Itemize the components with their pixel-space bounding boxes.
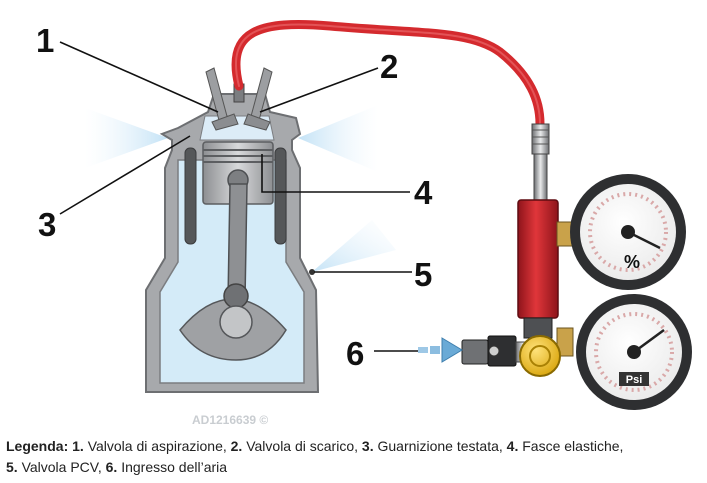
hose-fitting — [531, 123, 550, 201]
regulator-body — [517, 199, 559, 319]
legend-num-6: 6. — [105, 459, 118, 475]
legend-text-1: Valvola di aspirazione, — [83, 438, 227, 454]
callout-5: 5 — [414, 256, 432, 293]
callout-2: 2 — [380, 48, 398, 85]
pcv-valve — [309, 269, 315, 275]
callout-4: 4 — [414, 174, 433, 211]
leakage-gauge-unit: % — [624, 252, 640, 272]
legend-text-6: Ingresso dell’aria — [117, 459, 228, 475]
leakage-gauge: % — [570, 174, 686, 290]
regulator-knob — [519, 335, 561, 377]
air-leak-left — [85, 108, 168, 168]
legend-heading: Legenda: — [6, 438, 69, 454]
leakdown-test-diagram: % Psi 1 2 3 4 5 6 AD1216639 — [36, 19, 692, 427]
legend-num-5: 5. — [6, 459, 18, 475]
pressure-gauge: Psi — [576, 294, 692, 410]
callout-1: 1 — [36, 22, 54, 59]
air-leak-pcv — [312, 220, 396, 272]
legend-caption: Legenda: 1. Valvola di aspirazione, 2. V… — [6, 436, 706, 478]
legend-num-3: 3. — [361, 438, 374, 454]
legend-num-2: 2. — [230, 438, 243, 454]
air-leak-right — [298, 105, 378, 172]
legend-text-5: Valvola PCV, — [17, 459, 102, 475]
crankshaft — [179, 283, 287, 361]
legend-num-1: 1. — [72, 438, 84, 454]
exhaust-valve — [243, 67, 273, 131]
leader-lines — [59, 41, 418, 352]
legend-num-4: 4. — [506, 438, 519, 454]
pressure-gauge-unit: Psi — [626, 374, 643, 386]
air-inlet-arrow — [418, 337, 463, 363]
callout-3: 3 — [38, 206, 56, 243]
legend-text-2: Valvola di scarico, — [242, 438, 359, 454]
connecting-rod — [227, 183, 248, 301]
legend-text-4: Fasce elastiche, — [518, 438, 624, 454]
legend-text-3: Guarnizione testata, — [373, 438, 503, 454]
piston — [202, 141, 274, 205]
intake-valve — [205, 67, 239, 131]
callout-6: 6 — [346, 335, 364, 372]
watermark: AD1216639 © — [192, 413, 268, 427]
